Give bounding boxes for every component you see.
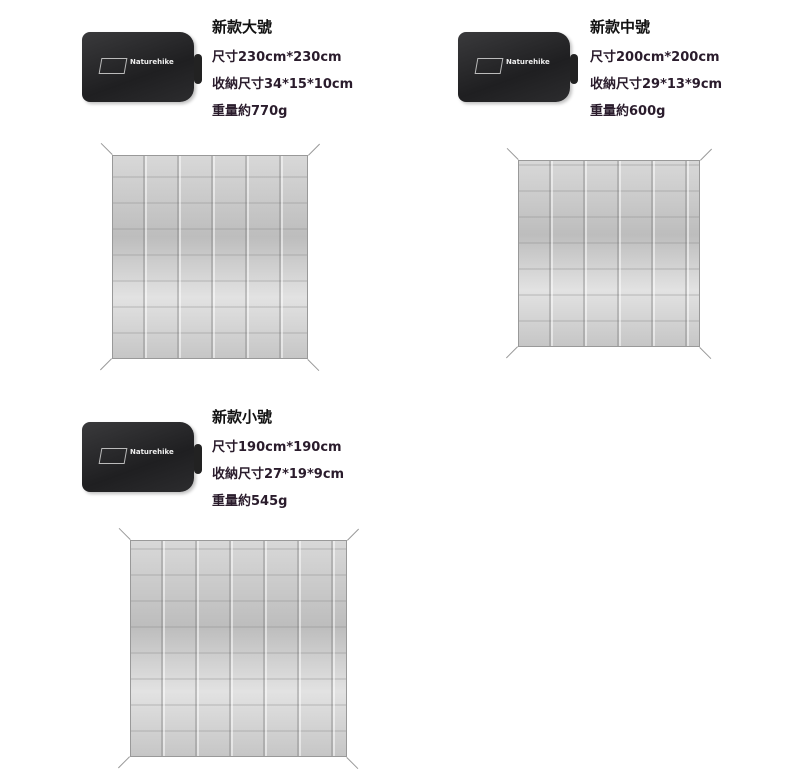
product-info-large: 新款大號 尺寸230cm*230cm 收納尺寸34*15*10cm 重量約770… [212, 16, 353, 125]
guy-rope [118, 527, 131, 540]
product-title: 新款大號 [212, 18, 273, 36]
storage-bag-image: Naturehike [82, 32, 202, 102]
product-packed-size: 收納尺寸29*13*9cm [590, 77, 723, 92]
guy-rope [699, 347, 712, 360]
product-weight: 重量約600g [590, 104, 666, 119]
storage-bag-image: Naturehike [82, 422, 202, 492]
ground-mat-image [112, 155, 308, 359]
product-size: 尺寸230cm*230cm [212, 50, 342, 65]
guy-rope [99, 358, 112, 371]
product-size: 尺寸190cm*190cm [212, 440, 342, 455]
product-weight: 重量約545g [212, 494, 288, 509]
guy-rope [117, 756, 130, 769]
guy-rope [308, 143, 321, 156]
product-title: 新款中號 [590, 18, 651, 36]
guy-rope [346, 757, 359, 769]
product-weight: 重量約770g [212, 104, 288, 119]
product-info-medium: 新款中號 尺寸200cm*200cm 收納尺寸29*13*9cm 重量約600g [590, 16, 722, 125]
brand-logo: Naturehike [130, 448, 174, 456]
product-packed-size: 收納尺寸34*15*10cm [212, 77, 354, 92]
product-title: 新款小號 [212, 408, 273, 426]
product-size: 尺寸200cm*200cm [590, 50, 720, 65]
product-packed-size: 收納尺寸27*19*9cm [212, 467, 345, 482]
guy-rope [506, 147, 519, 160]
ground-mat-image [130, 540, 347, 757]
guy-rope [307, 359, 320, 372]
guy-rope [347, 528, 360, 541]
guy-rope [100, 142, 113, 155]
ground-mat-image [518, 160, 700, 347]
guy-rope [505, 346, 518, 359]
product-info-small: 新款小號 尺寸190cm*190cm 收納尺寸27*19*9cm 重量約545g [212, 406, 344, 515]
storage-bag-image: Naturehike [458, 32, 578, 102]
brand-logo: Naturehike [130, 58, 174, 66]
guy-rope [700, 148, 713, 161]
brand-logo: Naturehike [506, 58, 550, 66]
